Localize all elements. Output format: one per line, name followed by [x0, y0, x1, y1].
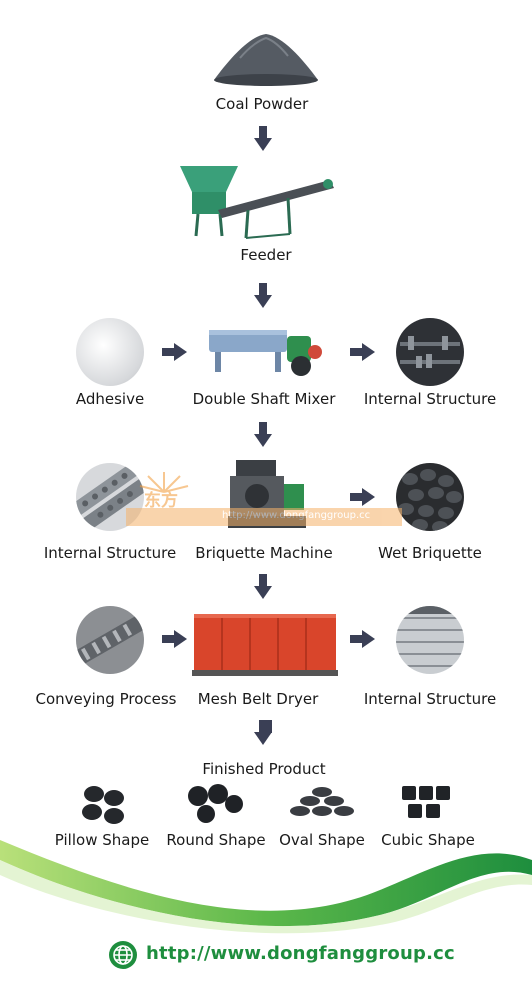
watermark-url: http://www.dongfanggroup.cc	[222, 510, 371, 521]
wet-briquette-image	[396, 463, 464, 531]
oval-shape-image	[290, 787, 354, 816]
arrow-right-icon	[162, 343, 187, 361]
label-wet-briquette: Wet Briquette	[378, 544, 482, 562]
arrow-down-icon	[254, 283, 272, 308]
label-feeder: Feeder	[240, 246, 292, 264]
label-round-shape: Round Shape	[166, 831, 266, 849]
label-cubic-shape: Cubic Shape	[381, 831, 475, 849]
sun-logo-icon	[139, 472, 189, 493]
dryer-internal-structure-image	[396, 606, 464, 674]
label-coal-powder: Coal Powder	[215, 95, 309, 113]
label-pillow-shape: Pillow Shape	[54, 831, 150, 849]
round-shape-image	[188, 784, 243, 823]
adhesive-image	[76, 318, 144, 386]
watermark-band	[126, 508, 402, 526]
label-internal-structure-2: Internal Structure	[43, 544, 177, 562]
arrow-right-icon	[350, 488, 375, 506]
globe-icon	[109, 941, 137, 969]
watermark: 东方 http://www.dongfanggroup.cc	[126, 464, 402, 528]
arrow-down-icon	[254, 422, 272, 447]
label-oval-shape: Oval Shape	[279, 831, 365, 849]
watermark-brand: 东方	[144, 491, 178, 511]
double-shaft-mixer-image	[209, 330, 322, 376]
coal-powder-image	[214, 34, 318, 86]
arrow-down-icon	[254, 574, 272, 599]
label-internal-structure-1: Internal Structure	[363, 390, 497, 408]
label-adhesive: Adhesive	[75, 390, 145, 408]
label-conveying-process: Conveying Process	[35, 690, 177, 708]
conveying-process-image	[76, 606, 144, 674]
website-link[interactable]: http://www.dongfanggroup.cc	[146, 943, 455, 964]
cubic-shape-image	[402, 786, 450, 818]
arrow-down-icon	[254, 720, 272, 745]
arrow-right-icon	[162, 630, 187, 648]
roller-internal-structure-image	[76, 463, 144, 531]
label-mesh-belt-dryer: Mesh Belt Dryer	[197, 690, 319, 708]
arrow-right-icon	[350, 630, 375, 648]
arrow-down-icon	[254, 126, 272, 151]
label-briquette-machine: Briquette Machine	[195, 544, 333, 562]
pillow-shape-image	[82, 786, 124, 824]
wave-decoration	[0, 840, 532, 934]
label-double-shaft-mixer: Double Shaft Mixer	[192, 390, 336, 408]
mesh-belt-dryer-image	[192, 614, 338, 676]
feeder-image	[180, 166, 334, 239]
arrow-right-icon	[350, 343, 375, 361]
label-finished-product: Finished Product	[202, 760, 326, 778]
mixer-internal-structure-image	[396, 318, 464, 386]
label-internal-structure-3: Internal Structure	[363, 690, 497, 708]
